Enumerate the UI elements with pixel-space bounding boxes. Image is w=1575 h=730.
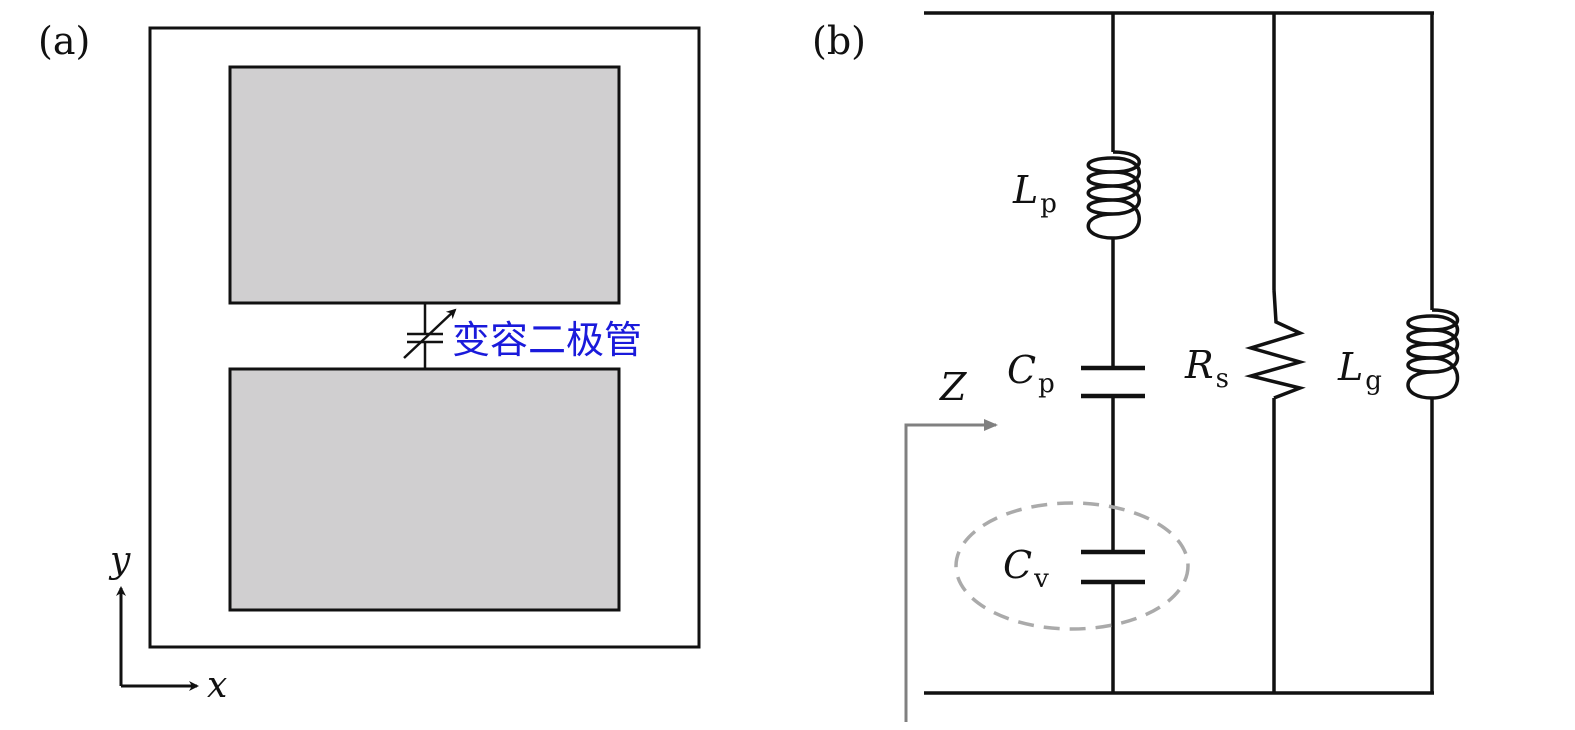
panel-b: (b) xyxy=(812,11,1460,722)
branch-resistor xyxy=(1244,13,1307,693)
label-rs-subscript: s xyxy=(1216,364,1229,394)
branch-series-lc xyxy=(1081,13,1145,693)
label-lg-symbol: L xyxy=(1337,345,1363,389)
label-rs-symbol: R xyxy=(1184,343,1214,387)
panel-b-label: (b) xyxy=(812,19,866,63)
cv-highlight-ellipse xyxy=(954,501,1190,631)
impedance-arrow: Z xyxy=(904,365,998,722)
label-lp: Lp xyxy=(1012,168,1057,219)
varactor-symbol xyxy=(403,303,457,369)
label-cp: Cp xyxy=(1007,348,1055,399)
label-cp-symbol: C xyxy=(1007,348,1036,392)
label-lg: Lg xyxy=(1337,345,1382,396)
label-rs: Rs xyxy=(1184,343,1229,394)
x-axis-label: x xyxy=(207,665,227,706)
label-cp-subscript: p xyxy=(1038,369,1055,399)
label-lg-subscript: g xyxy=(1365,366,1382,396)
coordinate-axes: y x xyxy=(108,540,227,706)
upper-metal-patch xyxy=(228,65,621,305)
branch-inductor-lg xyxy=(1406,13,1460,693)
inductor-lg-symbol xyxy=(1406,308,1460,400)
varactor-tuning-arrow xyxy=(403,308,457,359)
label-cv: Cv xyxy=(1003,543,1049,594)
panel-a: (a) 变容二极管 y x xyxy=(38,19,701,706)
varactor-label: 变容二极管 xyxy=(452,318,642,362)
resistor-rs-symbol xyxy=(1244,289,1307,400)
y-axis-label: y xyxy=(108,540,131,581)
label-lp-subscript: p xyxy=(1040,189,1057,219)
unit-cell-frame xyxy=(148,26,701,649)
impedance-arrow-line xyxy=(904,419,998,722)
impedance-label: Z xyxy=(939,365,967,409)
label-cv-subscript: v xyxy=(1033,564,1049,594)
lower-metal-patch xyxy=(228,367,621,612)
label-cv-symbol: C xyxy=(1003,543,1032,587)
panel-a-label: (a) xyxy=(38,19,90,63)
label-lp-symbol: L xyxy=(1012,168,1038,212)
inductor-lp-symbol xyxy=(1086,150,1141,240)
